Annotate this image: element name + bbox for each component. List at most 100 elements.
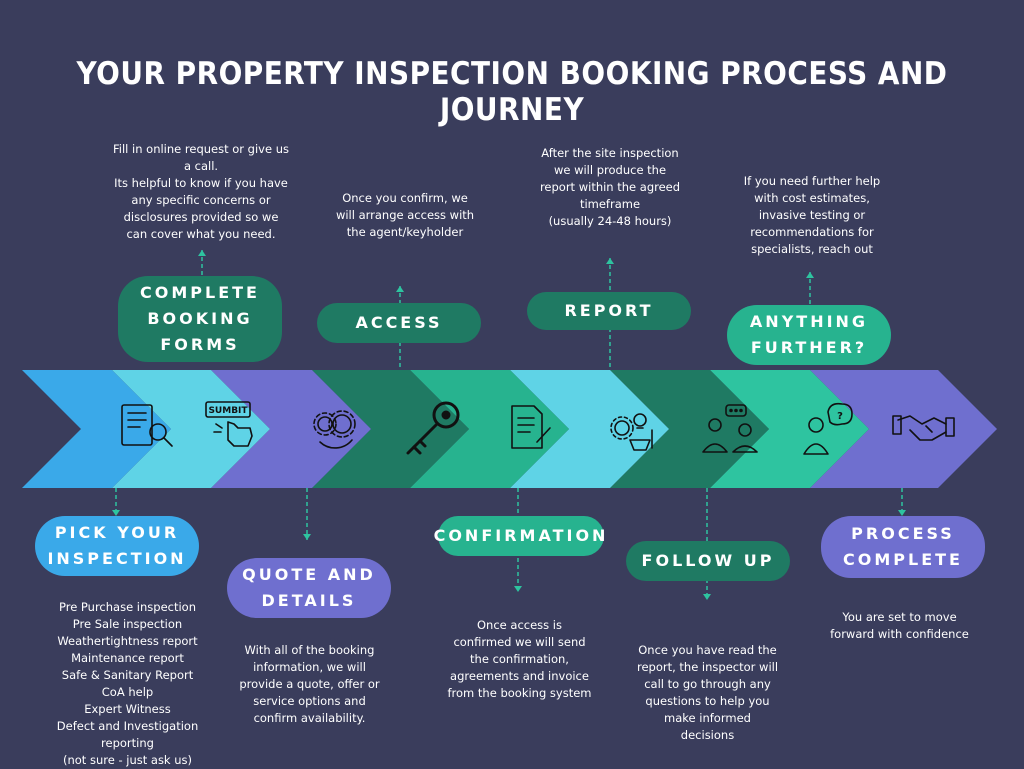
connector-arrow bbox=[806, 272, 814, 278]
chevron-band bbox=[0, 370, 997, 488]
page-title: YOUR PROPERTY INSPECTION BOOKING PROCESS… bbox=[76, 56, 948, 128]
step-follow-up: FOLLOW UP bbox=[626, 541, 790, 581]
desc-line: Maintenance report bbox=[71, 651, 184, 665]
desc-line: Weathertightness report bbox=[57, 634, 198, 648]
step-pick-your-inspection: PICK YOUR INSPECTION bbox=[35, 516, 199, 576]
desc-line: make informed bbox=[664, 711, 751, 725]
chevron-segment bbox=[312, 370, 469, 488]
desc-complete-booking-forms: Fill in online request or give us a call… bbox=[106, 141, 296, 243]
chevron-segment bbox=[510, 370, 669, 488]
desc-line: call to go through any bbox=[644, 677, 771, 691]
desc-line: forward with confidence bbox=[830, 627, 969, 641]
connector-arrow bbox=[606, 258, 614, 264]
desc-access: Once you confirm, we will arrange access… bbox=[320, 190, 490, 241]
chevron-cap bbox=[0, 370, 111, 488]
desc-line: decisions bbox=[680, 728, 735, 742]
desc-line: Pre Purchase inspection bbox=[58, 600, 197, 614]
desc-line: the confirmation, bbox=[470, 652, 569, 666]
connector-arrow bbox=[396, 286, 404, 292]
desc-line: reporting bbox=[101, 736, 154, 750]
thinking-person-icon: ? bbox=[803, 402, 853, 455]
desc-line: (not sure - just ask us) bbox=[62, 753, 193, 767]
connectors bbox=[112, 250, 906, 600]
desc-line: (usually 24-48 hours) bbox=[548, 214, 672, 228]
chevron-segment bbox=[410, 370, 569, 488]
desc-line: recommendations for bbox=[750, 225, 874, 239]
desc-line: With all of the booking bbox=[244, 643, 375, 657]
desc-line: any specific concerns or bbox=[131, 193, 271, 207]
chevron-icons: SUMBIT? bbox=[121, 401, 955, 455]
desc-line: Once access is bbox=[477, 618, 562, 632]
connector-arrow bbox=[898, 510, 906, 516]
desc-line: will arrange access with bbox=[335, 208, 475, 222]
desc-line: from the booking system bbox=[447, 686, 592, 700]
step-complete-booking-forms: COMPLETE BOOKING FORMS bbox=[118, 276, 282, 362]
desc-line: questions to help you bbox=[645, 694, 770, 708]
connector-arrow bbox=[112, 510, 120, 516]
desc-line: with cost estimates, bbox=[754, 191, 870, 205]
desc-line: Once you have read the bbox=[638, 643, 777, 657]
chevron-segment bbox=[211, 370, 371, 488]
connector-arrow bbox=[514, 586, 522, 592]
connector-arrow bbox=[703, 594, 711, 600]
connector-arrow bbox=[303, 534, 311, 540]
desc-line: information, we will bbox=[253, 660, 366, 674]
desc-line: Expert Witness bbox=[84, 702, 171, 716]
submit-button-icon: SUMBIT bbox=[205, 401, 253, 447]
desc-line: CoA help bbox=[101, 685, 154, 699]
handshake-icon bbox=[892, 415, 955, 441]
desc-line: Safe & Sanitary Report bbox=[61, 668, 194, 682]
desc-line: invasive testing or bbox=[758, 208, 866, 222]
desc-line: If you need further help bbox=[743, 174, 881, 188]
step-confirmation: CONFIRMATION bbox=[434, 516, 605, 556]
desc-quote-and-details: With all of the booking information, we … bbox=[222, 642, 397, 727]
desc-line: we will produce the bbox=[553, 163, 667, 177]
chevron-segment bbox=[610, 370, 769, 488]
step-report: REPORT bbox=[527, 292, 691, 330]
step-access: ACCESS bbox=[317, 303, 481, 343]
desc-line: confirm availability. bbox=[253, 711, 366, 725]
ideas-gears-icon bbox=[610, 413, 653, 451]
desc-line: a call. bbox=[183, 159, 219, 173]
desc-line: confirmed we will send bbox=[453, 635, 586, 649]
chevron-segment bbox=[810, 370, 997, 488]
form-magnifier-icon bbox=[121, 404, 173, 447]
connector-arrow bbox=[198, 250, 206, 256]
desc-line: Once you confirm, we bbox=[342, 191, 468, 205]
desc-line: disclosures provided so we bbox=[123, 210, 279, 224]
desc-line: can cover what you need. bbox=[126, 227, 276, 241]
desc-process-complete: You are set to move forward with confide… bbox=[812, 609, 987, 643]
chevron-segment bbox=[22, 370, 171, 488]
desc-line: Its helpful to know if you have bbox=[114, 176, 288, 190]
desc-line: the agent/keyholder bbox=[346, 225, 464, 239]
desc-line: report within the agreed bbox=[539, 180, 681, 194]
document-pen-icon bbox=[511, 405, 551, 449]
desc-follow-up: Once you have read the report, the inspe… bbox=[620, 642, 795, 744]
chevron-segment bbox=[710, 370, 869, 488]
gears-icon bbox=[313, 410, 356, 449]
step-process-complete: PROCESS COMPLETE bbox=[821, 516, 985, 578]
desc-confirmation: Once access is confirmed we will send th… bbox=[432, 617, 607, 702]
key-icon bbox=[406, 401, 460, 455]
step-quote-and-details: QUOTE AND DETAILS bbox=[227, 558, 391, 618]
desc-line: Fill in online request or give us bbox=[113, 142, 289, 156]
desc-line: Defect and Investigation bbox=[56, 719, 199, 733]
desc-pick-your-inspection: Pre Purchase inspection Pre Sale inspect… bbox=[40, 599, 215, 769]
desc-anything-further: If you need further help with cost estim… bbox=[727, 173, 897, 258]
desc-report: After the site inspection we will produc… bbox=[525, 145, 695, 230]
conversation-icon bbox=[702, 404, 758, 453]
desc-line: specialists, reach out bbox=[751, 242, 873, 256]
desc-line: agreements and invoice bbox=[450, 669, 589, 683]
question-mark-glyph: ? bbox=[837, 411, 843, 422]
desc-line: After the site inspection bbox=[541, 146, 679, 160]
desc-line: Pre Sale inspection bbox=[72, 617, 183, 631]
chevron-segment bbox=[112, 370, 270, 488]
step-anything-further: ANYTHING FURTHER? bbox=[727, 305, 891, 365]
desc-line: service options and bbox=[253, 694, 366, 708]
desc-line: report, the inspector will bbox=[636, 660, 779, 674]
desc-line: You are set to move bbox=[842, 610, 957, 624]
desc-line: timeframe bbox=[579, 197, 641, 211]
desc-line: provide a quote, offer or bbox=[239, 677, 380, 691]
submit-icon-text: SUMBIT bbox=[208, 406, 248, 416]
